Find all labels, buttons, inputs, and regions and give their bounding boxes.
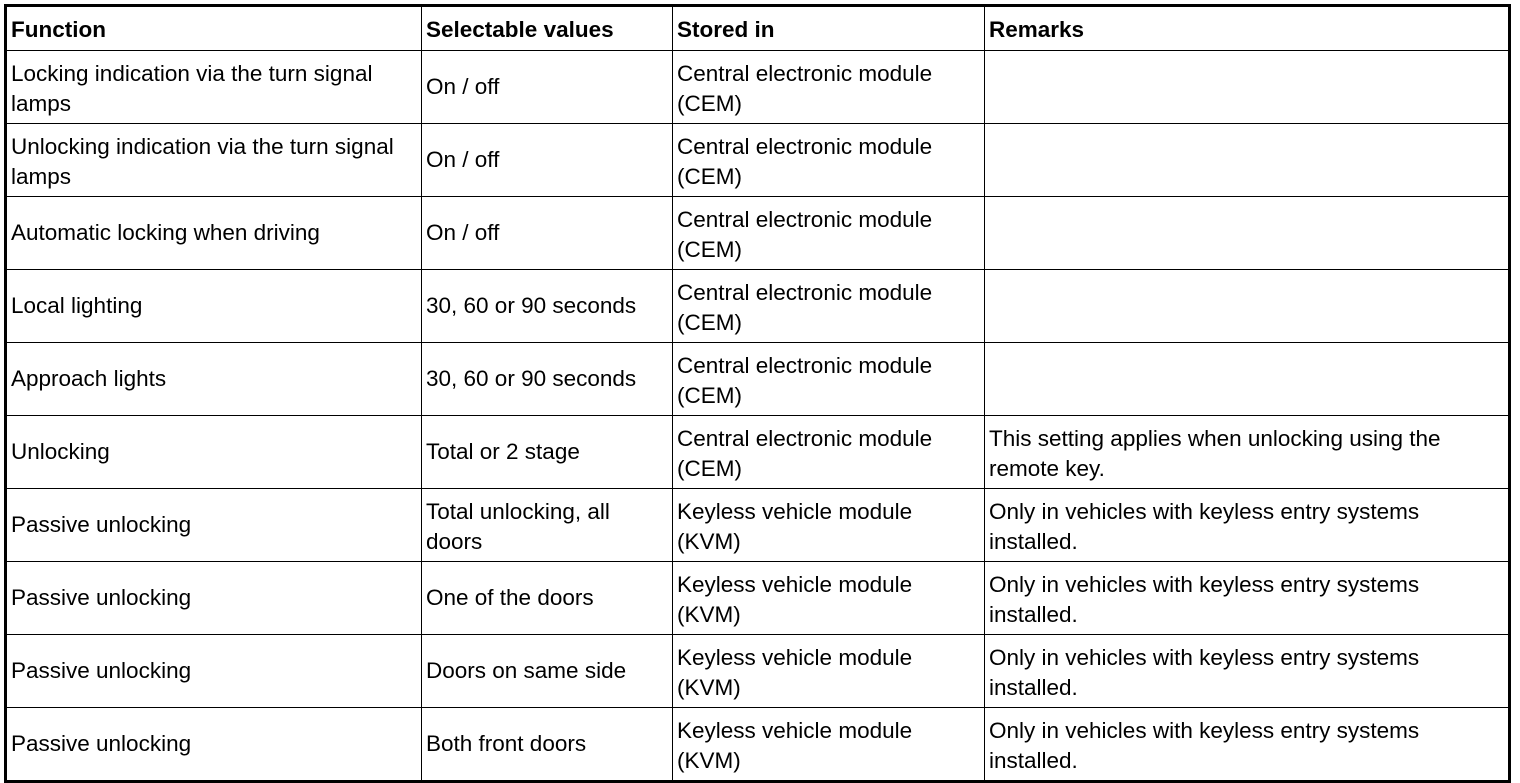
function-cell: Passive unlocking (5, 634, 422, 708)
function-cell: Passive unlocking (5, 488, 422, 562)
column-header-selectable-values: Selectable values (421, 5, 673, 51)
function-cell: Passive unlocking (5, 707, 422, 782)
remarks-cell: Only in vehicles with keyless entry syst… (984, 561, 1510, 635)
table-header-row: Function Selectable values Stored in Rem… (5, 5, 1510, 51)
stored-in-cell: Central electronic module (CEM) (672, 342, 985, 416)
selectable-values-cell: On / off (421, 123, 673, 197)
table-row: Unlocking Total or 2 stage Central elect… (5, 415, 1510, 489)
column-header-remarks: Remarks (984, 5, 1510, 51)
selectable-values-cell: 30, 60 or 90 seconds (421, 269, 673, 343)
function-cell: Approach lights (5, 342, 422, 416)
stored-in-cell: Central electronic module (CEM) (672, 50, 985, 124)
remarks-cell (984, 123, 1510, 197)
table-row: Passive unlocking Total unlocking, all d… (5, 488, 1510, 562)
stored-in-cell: Keyless vehicle module (KVM) (672, 707, 985, 782)
table-row: Unlocking indication via the turn signal… (5, 123, 1510, 197)
column-header-stored-in: Stored in (672, 5, 985, 51)
function-cell: Locking indication via the turn signal l… (5, 50, 422, 124)
stored-in-cell: Central electronic module (CEM) (672, 123, 985, 197)
stored-in-cell: Keyless vehicle module (KVM) (672, 634, 985, 708)
selectable-values-cell: 30, 60 or 90 seconds (421, 342, 673, 416)
function-cell: Local lighting (5, 269, 422, 343)
remarks-cell (984, 342, 1510, 416)
settings-table: Function Selectable values Stored in Rem… (4, 4, 1511, 783)
function-cell: Unlocking (5, 415, 422, 489)
selectable-values-cell: Total or 2 stage (421, 415, 673, 489)
stored-in-cell: Keyless vehicle module (KVM) (672, 488, 985, 562)
table-row: Automatic locking when driving On / off … (5, 196, 1510, 270)
stored-in-cell: Keyless vehicle module (KVM) (672, 561, 985, 635)
table-row: Local lighting 30, 60 or 90 seconds Cent… (5, 269, 1510, 343)
table-row: Locking indication via the turn signal l… (5, 50, 1510, 124)
column-header-function: Function (5, 5, 422, 51)
table-row: Passive unlocking Both front doors Keyle… (5, 707, 1510, 782)
table-row: Approach lights 30, 60 or 90 seconds Cen… (5, 342, 1510, 416)
remarks-cell (984, 196, 1510, 270)
stored-in-cell: Central electronic module (CEM) (672, 415, 985, 489)
function-cell: Automatic locking when driving (5, 196, 422, 270)
remarks-cell: This setting applies when unlocking usin… (984, 415, 1510, 489)
selectable-values-cell: On / off (421, 196, 673, 270)
remarks-cell: Only in vehicles with keyless entry syst… (984, 488, 1510, 562)
stored-in-cell: Central electronic module (CEM) (672, 196, 985, 270)
remarks-cell: Only in vehicles with keyless entry syst… (984, 634, 1510, 708)
selectable-values-cell: On / off (421, 50, 673, 124)
remarks-cell: Only in vehicles with keyless entry syst… (984, 707, 1510, 782)
remarks-cell (984, 50, 1510, 124)
selectable-values-cell: Total unlocking, all doors (421, 488, 673, 562)
selectable-values-cell: One of the doors (421, 561, 673, 635)
function-cell: Passive unlocking (5, 561, 422, 635)
selectable-values-cell: Doors on same side (421, 634, 673, 708)
selectable-values-cell: Both front doors (421, 707, 673, 782)
stored-in-cell: Central electronic module (CEM) (672, 269, 985, 343)
table-row: Passive unlocking One of the doors Keyle… (5, 561, 1510, 635)
function-cell: Unlocking indication via the turn signal… (5, 123, 422, 197)
table-row: Passive unlocking Doors on same side Key… (5, 634, 1510, 708)
remarks-cell (984, 269, 1510, 343)
